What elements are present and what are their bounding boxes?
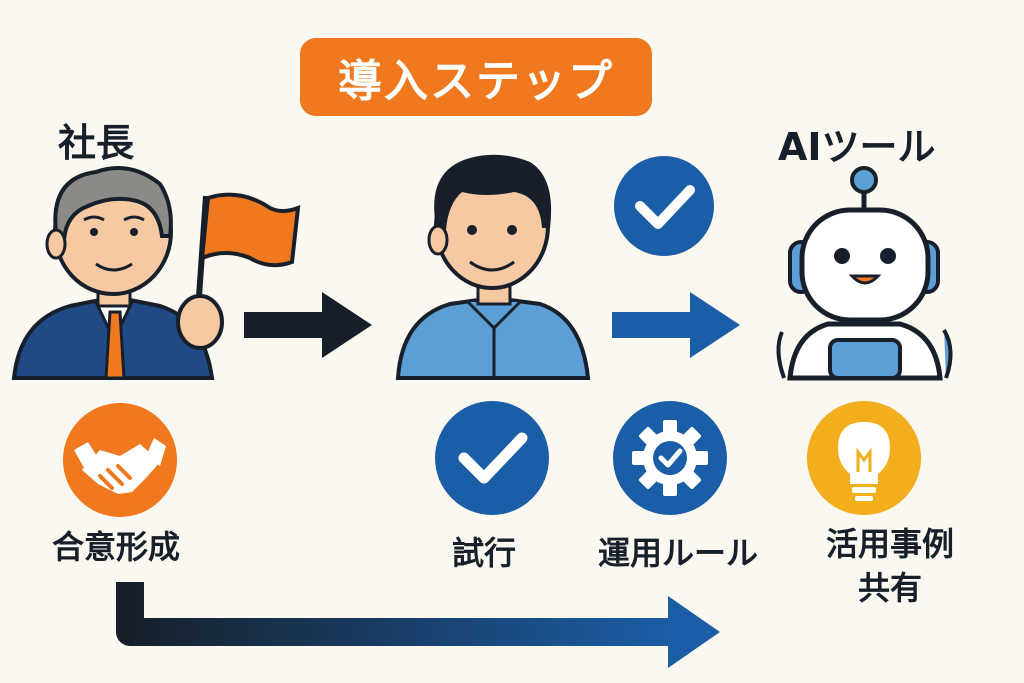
arrow-president-to-employee: [244, 292, 372, 358]
step-label-trial: 試行: [452, 534, 517, 572]
president-illustration: [11, 166, 301, 380]
gear-icon: [613, 401, 727, 515]
handshake-icon: [63, 403, 177, 517]
employee-illustration: [395, 154, 591, 380]
step-label-case-sharing-line2: 共有: [857, 569, 922, 607]
steps-banner: 導入ステップ: [300, 38, 652, 116]
ai-tool-label: AIツール: [778, 125, 936, 169]
trial-check-badge: [614, 156, 714, 256]
process-flow-arrow: [116, 582, 720, 668]
step-label-case-sharing-line1: 活用事例: [825, 525, 954, 563]
robot-illustration: [776, 166, 953, 381]
step-label-case-sharing: 活用事例 共有: [790, 522, 990, 610]
president-label: 社長: [58, 121, 135, 165]
check-icon: [435, 401, 549, 515]
arrow-employee-to-ai: [612, 292, 740, 358]
step-label-consensus: 合意形成: [52, 528, 181, 566]
lightbulb-icon: [807, 401, 921, 515]
step-label-rules: 運用ルール: [598, 534, 759, 572]
